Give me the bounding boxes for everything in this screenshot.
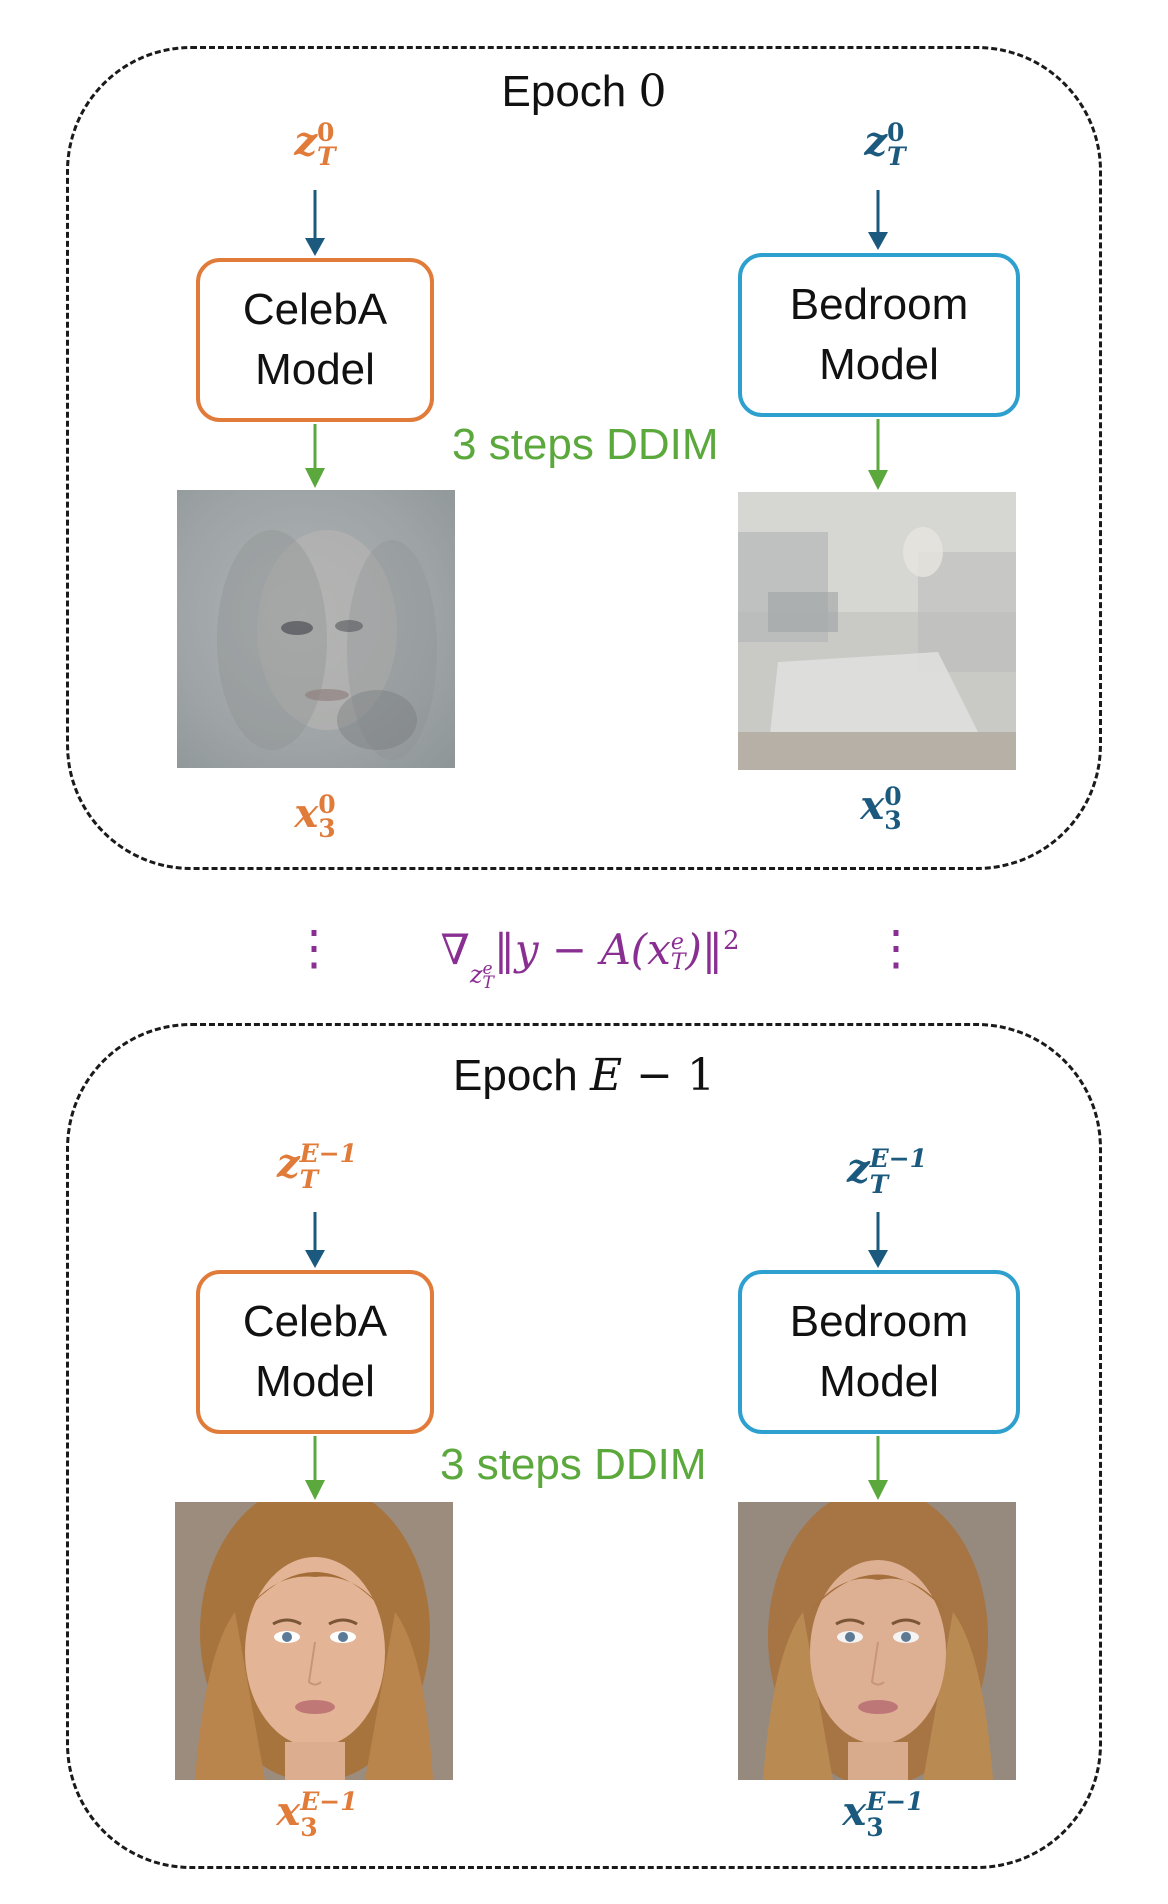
celeba-model-label: CelebA Model	[242, 1297, 388, 1406]
celeba-model-box: CelebA Model	[196, 258, 434, 422]
epoch-number: 0	[638, 66, 667, 117]
epoch-e: E	[590, 1050, 623, 1101]
arrow-celeba-to-image-bottom	[305, 1436, 325, 1500]
grad-var: z	[469, 960, 483, 988]
epoch-0-title: Epoch 0	[0, 66, 1168, 117]
x-base: x	[294, 790, 319, 837]
formula-body: ‖y − A(x	[493, 925, 671, 974]
celeba-noisy-face-image	[177, 490, 455, 768]
z-sup: E−1	[299, 1139, 358, 1168]
face-svg-left	[175, 1502, 453, 1780]
celeba-model-label: CelebA Model	[242, 285, 388, 394]
x-sub: 3	[300, 1813, 318, 1842]
x-sup: E−1	[300, 1787, 358, 1816]
z-base: z	[294, 118, 318, 165]
epoch-final-title: Epoch E − 1	[0, 1050, 1168, 1101]
z-sub: T	[317, 142, 336, 171]
x-sub: 3	[318, 814, 336, 843]
grad-var-sup: e	[482, 958, 493, 979]
x-sup: E−1	[866, 1787, 924, 1816]
arrow-z-to-bedroom-bottom	[868, 1212, 888, 1268]
epoch-word: Epoch	[453, 1051, 578, 1100]
arrow-z-to-bedroom-top	[868, 190, 888, 250]
x-base: x	[276, 1788, 301, 1835]
x-sup: 0	[318, 790, 336, 819]
arrow-bedroom-to-image-bottom	[868, 1436, 888, 1500]
ddim-steps-label: 3 steps DDIM	[452, 420, 719, 469]
bedroom-model-box: Bedroom Model	[738, 253, 1020, 417]
z-sub: T	[869, 1170, 889, 1199]
epoch-final-panel	[66, 1023, 1102, 1869]
bedroom-noisy-image	[738, 492, 1016, 770]
epoch-minus-one: − 1	[622, 1050, 715, 1101]
celeba-model-box-final: CelebA Model	[196, 1270, 434, 1434]
x-sup: 0	[884, 782, 902, 811]
celeba-noisy-face-svg	[177, 490, 455, 768]
z-sub: T	[887, 142, 906, 171]
formula-x-sup: e	[670, 930, 684, 955]
nabla-symbol: ∇	[440, 925, 470, 974]
z-base: z	[276, 1140, 300, 1187]
z-base: z	[864, 118, 888, 165]
bedroom-model-label: Bedroom Model	[789, 1297, 969, 1406]
ddim-steps-label-final: 3 steps DDIM	[440, 1440, 707, 1489]
face-svg-right	[738, 1502, 1016, 1780]
z-sup: 0	[317, 118, 335, 147]
x-base: x	[842, 1788, 867, 1835]
x-sub: 3	[884, 806, 902, 835]
arrow-bedroom-to-image-top	[868, 419, 888, 490]
x-sub: 3	[866, 1813, 884, 1842]
arrow-celeba-to-image-top	[305, 424, 325, 488]
z-base: z	[846, 1145, 870, 1192]
arrow-z-to-celeba-top	[305, 190, 325, 256]
arrow-z-to-celeba-bottom	[305, 1212, 325, 1268]
formula-x-sub: T	[670, 950, 686, 975]
bedroom-final-face-image	[738, 1502, 1016, 1780]
z-sup: 0	[887, 118, 905, 147]
formula-tail: )‖	[685, 925, 723, 974]
celeba-final-face-image	[175, 1502, 453, 1780]
formula-power: 2	[722, 926, 740, 956]
epoch-word: Epoch	[501, 67, 627, 116]
bedroom-noisy-svg	[738, 492, 1016, 770]
x-base: x	[860, 782, 885, 829]
z-sub: T	[299, 1165, 319, 1194]
z-sup: E−1	[869, 1144, 928, 1173]
bedroom-model-box-final: Bedroom Model	[738, 1270, 1020, 1434]
epoch-0-panel	[66, 46, 1102, 870]
grad-var-sub: T	[482, 972, 494, 993]
bedroom-model-label: Bedroom Model	[789, 280, 969, 389]
